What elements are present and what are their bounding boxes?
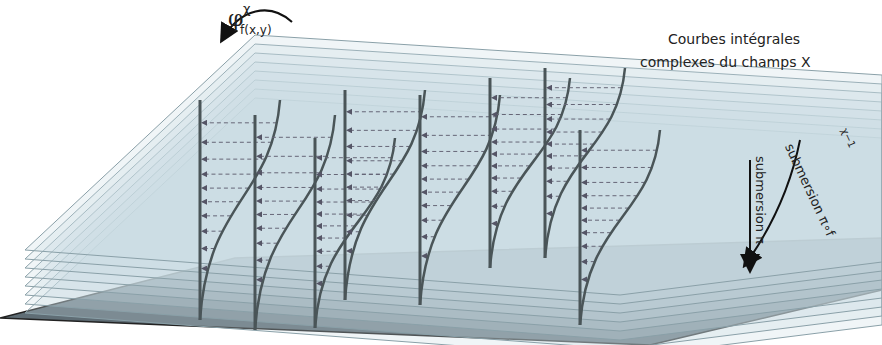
curve-caption: Courbes intégrales [668,32,800,46]
flow-dash [317,189,380,190]
leaf-plane [25,35,882,295]
flow-dash [492,97,567,98]
flow-dash [317,251,338,252]
flow-dash [582,195,637,196]
integral-curve [420,95,500,305]
flow-dash [257,260,270,261]
flow-dash [547,144,594,145]
flow-dash [347,111,422,112]
flow-dash [347,160,402,161]
vertical-fiber [419,95,422,305]
flow-dash [422,165,477,166]
flow-dash [422,116,497,117]
flow-dash [547,119,610,120]
integral-curve [315,138,395,328]
flow-dash [347,187,385,188]
integral-curve [200,100,280,320]
vertical-fiber [314,138,317,328]
flow-dash [202,248,215,249]
chi-superscript: χ [243,2,251,15]
flow-dash [492,142,547,143]
flow-dash [317,225,355,226]
flow-dash [422,220,443,221]
flow-dash [582,220,620,221]
flow-dash [582,167,652,168]
flow-dash [547,196,560,197]
flow-dash [257,201,304,202]
flow-dash [547,181,568,182]
phi-subscript: f(x,y) [240,24,272,36]
flow-dash [492,114,562,115]
flow-dash [492,191,513,192]
flow-dash [257,172,320,173]
vertical-fiber [254,115,257,330]
flow-dash [202,188,249,189]
flow-dash [492,165,530,166]
vertical-fiber [199,100,202,320]
flow-dash [492,206,505,207]
flow-dash [347,174,394,175]
vertical-fiber [544,68,547,258]
flow-dash [422,236,435,237]
flow-dash [257,137,332,138]
integral-curve [490,78,570,268]
flow-dash [317,214,364,215]
vertical-fiber [489,78,492,268]
integral-curve [580,130,660,325]
flow-dash [547,168,576,169]
flow-dash [422,135,492,136]
submersion-label: submersion π [754,156,767,244]
flow-dash [422,151,485,152]
integral-curves [200,68,660,330]
flow-dash [257,187,312,188]
flow-dash [317,157,392,158]
flow-dash [422,192,460,193]
flow-dash [202,142,272,143]
flow-dash [347,231,360,232]
flow-dash [202,215,231,216]
submersion-arrow [749,160,751,270]
flow-dash [257,214,295,215]
flow-dash [257,243,278,244]
flow-dash [317,238,346,239]
flow-dash [492,154,539,155]
flow-dash [347,130,417,131]
flow-dash [422,205,451,206]
flow-dash [202,122,277,123]
flow-dash [582,232,611,233]
vertical-fiber [579,130,582,325]
flow-dash [202,201,240,202]
flow-dash [582,261,595,262]
vertical-fiber [344,90,347,300]
flow-dash [492,178,521,179]
flow-dash [547,87,622,88]
flow-dash [347,200,376,201]
integral-curve [345,90,425,300]
curve-caption: complexes du champs X [640,55,810,69]
flow-dash [582,246,603,247]
flow-dash [582,208,629,209]
flow-dash [547,104,617,105]
flow-dash [347,215,368,216]
flow-dash [257,228,286,229]
flow-dash [582,182,645,183]
leaf-planes [25,35,882,345]
flow-dash [317,266,330,267]
integral-curve [255,115,335,330]
flow-dash [347,146,410,147]
flow-dash [582,150,657,151]
flow-dash [202,174,257,175]
flow-dash [202,231,223,232]
flow-dash [422,179,469,180]
flow-dash [547,132,602,133]
